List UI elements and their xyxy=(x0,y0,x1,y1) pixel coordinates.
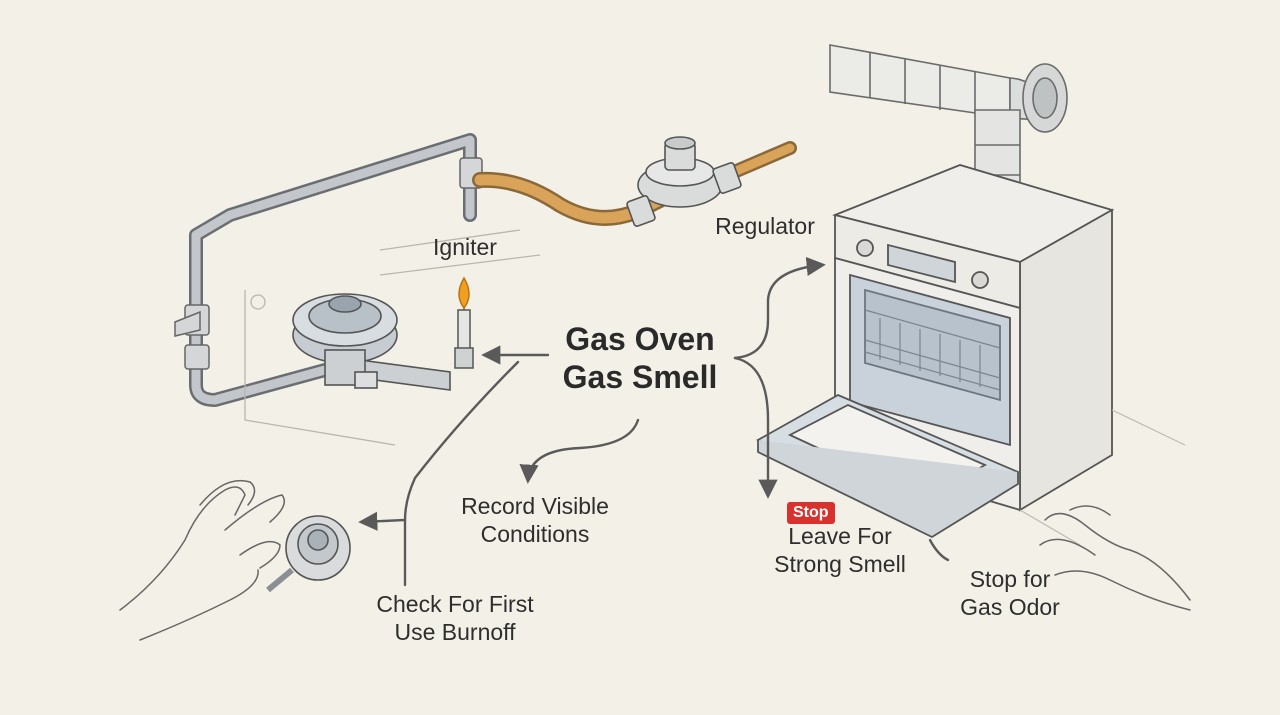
stop-gas-odor-label: Stop for Gas Odor xyxy=(930,565,1090,621)
burner xyxy=(292,293,451,391)
stop-odor-line-1: Stop for xyxy=(969,566,1051,592)
control-knob xyxy=(266,515,351,593)
record-line-1: Record Visible xyxy=(461,493,609,519)
check-burnoff-label: Check For First Use Burnoff xyxy=(352,590,558,646)
gas-pipe xyxy=(189,133,477,407)
oven xyxy=(756,164,1115,539)
record-conditions-label: Record Visible Conditions xyxy=(440,492,630,548)
leave-strong-smell-label: Leave For Strong Smell xyxy=(755,522,925,578)
connector-arrows xyxy=(358,256,950,587)
hand-left xyxy=(119,480,285,641)
title-line-2: Gas Smell xyxy=(562,359,718,395)
title-line-1: Gas Oven xyxy=(565,321,715,357)
hand-right xyxy=(1039,505,1191,611)
leave-line-2: Strong Smell xyxy=(774,551,906,577)
check-line-2: Use Burnoff xyxy=(394,619,516,645)
stop-odor-line-2: Gas Odor xyxy=(960,594,1060,620)
igniter-device xyxy=(454,276,474,369)
stop-badge: Stop xyxy=(787,502,835,524)
record-line-2: Conditions xyxy=(480,521,590,547)
check-line-1: Check For First xyxy=(376,591,534,617)
vent-pipe xyxy=(829,44,1068,214)
diagram-title: Gas Oven Gas Smell xyxy=(545,320,735,396)
pipe-fittings xyxy=(174,157,483,370)
regulator-label: Regulator xyxy=(715,213,815,239)
igniter-label: Igniter xyxy=(433,234,497,260)
regulator-device xyxy=(626,136,742,227)
leave-line-1: Leave For xyxy=(788,523,892,549)
